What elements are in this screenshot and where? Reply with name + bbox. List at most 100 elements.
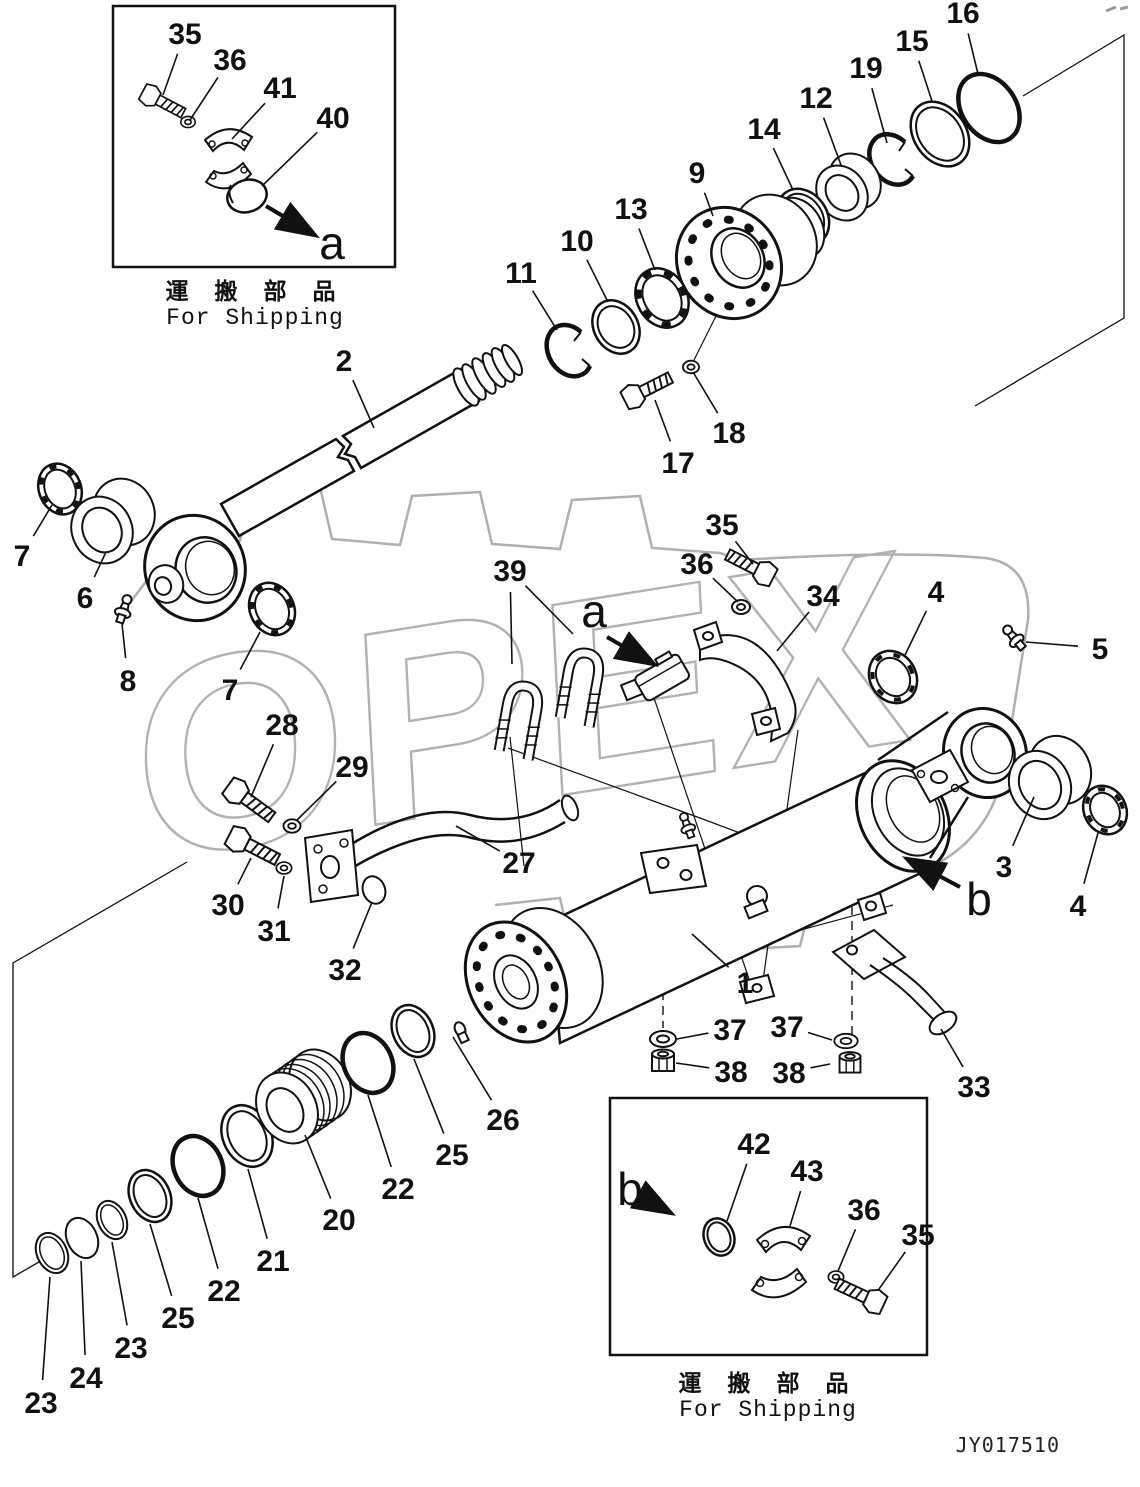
ref-arrow-b <box>901 856 961 891</box>
part-bushing-6 <box>70 477 156 565</box>
callout-40: 40 <box>316 102 349 135</box>
leader-line <box>918 60 933 102</box>
part-nut-38-right <box>838 1051 862 1074</box>
part-ring-15 <box>909 100 971 168</box>
part-ring-23b <box>95 1199 129 1241</box>
callout-29: 29 <box>335 751 368 784</box>
leader-line <box>772 147 794 191</box>
leader-line <box>940 1028 964 1068</box>
callout-22: 22 <box>381 1173 414 1206</box>
callout-35: 35 <box>901 1219 934 1252</box>
leader-line <box>712 577 739 603</box>
part-bushing-3 <box>1007 734 1093 821</box>
part-valve-fitting-a <box>619 650 690 702</box>
part-washer-29 <box>282 818 302 834</box>
part-ring-10 <box>591 299 641 355</box>
callout-15: 15 <box>895 25 928 58</box>
leader-line <box>149 1223 173 1297</box>
part-bushing-13 <box>634 267 690 329</box>
part-washer-18 <box>682 359 700 375</box>
callout-5: 5 <box>1092 633 1109 666</box>
leader-line <box>1012 796 1035 847</box>
leader-line <box>304 1134 332 1199</box>
callout-38: 38 <box>714 1056 747 1089</box>
part-tube-27 <box>303 794 580 904</box>
drawing-number: JY017510 <box>956 1433 1060 1457</box>
leader-line <box>197 1197 219 1270</box>
callout-8: 8 <box>120 665 137 698</box>
leader-line <box>967 33 979 75</box>
part-ring-22b <box>340 1030 396 1096</box>
leader-line <box>247 1168 268 1239</box>
callout-42: 42 <box>737 1128 770 1161</box>
leader-line <box>111 1241 128 1326</box>
ref-label-b: b <box>617 1163 643 1215</box>
leader-line <box>352 901 373 949</box>
part-piston-rod <box>143 343 523 623</box>
callout-19: 19 <box>849 52 882 85</box>
leader-line <box>452 1036 493 1101</box>
part-snap-ring-19 <box>867 132 915 187</box>
callout-37: 37 <box>770 1011 803 1044</box>
leader-line <box>586 259 609 303</box>
part-cylinder-barrel-1 <box>463 706 1028 1045</box>
leader-line <box>676 1032 709 1040</box>
part-bushing-12 <box>815 152 882 222</box>
shipping-box-a: 運 搬 部 品 For Shipping <box>111 4 397 331</box>
callout-39: 39 <box>493 555 526 588</box>
leader-line <box>810 1063 831 1069</box>
callout-3: 3 <box>996 851 1013 884</box>
leader-line <box>734 540 754 565</box>
part-washer-36-box-a <box>180 115 196 129</box>
callout-2: 2 <box>336 345 353 378</box>
part-cylinder-head-9 <box>674 193 826 321</box>
leader-line <box>878 1251 906 1290</box>
shipping-label-jp-a: 運 搬 部 品 <box>165 278 344 305</box>
leader-line <box>904 610 928 656</box>
callout-41: 41 <box>263 72 296 105</box>
part-plug-26 <box>453 1021 471 1045</box>
part-washer-37-right <box>833 1032 859 1050</box>
callout-11: 11 <box>505 257 537 290</box>
callout-23: 23 <box>24 1387 57 1420</box>
callout-36: 36 <box>680 548 713 581</box>
leader-line <box>837 1228 857 1272</box>
leader-line <box>296 780 337 821</box>
leader-line <box>413 1058 445 1134</box>
ref-arrow-a <box>605 631 659 668</box>
part-ring-22a <box>170 1133 226 1199</box>
part-oring-16 <box>956 71 1022 145</box>
callout-20: 20 <box>322 1204 355 1237</box>
part-ring-25b <box>390 1003 436 1059</box>
callout-14: 14 <box>747 113 781 146</box>
callout-38: 38 <box>772 1057 805 1090</box>
callout-4: 4 <box>1070 890 1087 923</box>
shipping-label-jp-b: 運 搬 部 品 <box>678 1370 857 1397</box>
shipping-box-b: 運 搬 部 品 For Shipping <box>608 1096 929 1423</box>
leader-line <box>367 1094 393 1168</box>
shipping-label-en-a: For Shipping <box>166 305 344 331</box>
part-clamp-band-34 <box>692 620 797 743</box>
part-bolt-17 <box>618 365 677 413</box>
callout-26: 26 <box>486 1104 519 1137</box>
part-ring-7-left <box>36 462 84 516</box>
leader-line <box>162 53 179 96</box>
leader-line <box>703 192 714 217</box>
sheet-border-lines <box>12 33 1125 1279</box>
leader-line <box>531 290 558 331</box>
part-ring-23a <box>34 1231 70 1275</box>
part-nut-38-left <box>651 1048 675 1072</box>
callout-18: 18 <box>712 417 745 450</box>
leader-line <box>1083 832 1099 885</box>
callout-31: 31 <box>257 915 290 948</box>
leader-line <box>509 591 513 665</box>
callout-9: 9 <box>689 157 706 190</box>
leader-line <box>93 551 107 578</box>
part-bolt-35-box-b <box>830 1271 890 1318</box>
callout-6: 6 <box>77 582 94 615</box>
part-bracket-33 <box>831 891 958 1036</box>
part-washer-31 <box>275 861 293 875</box>
